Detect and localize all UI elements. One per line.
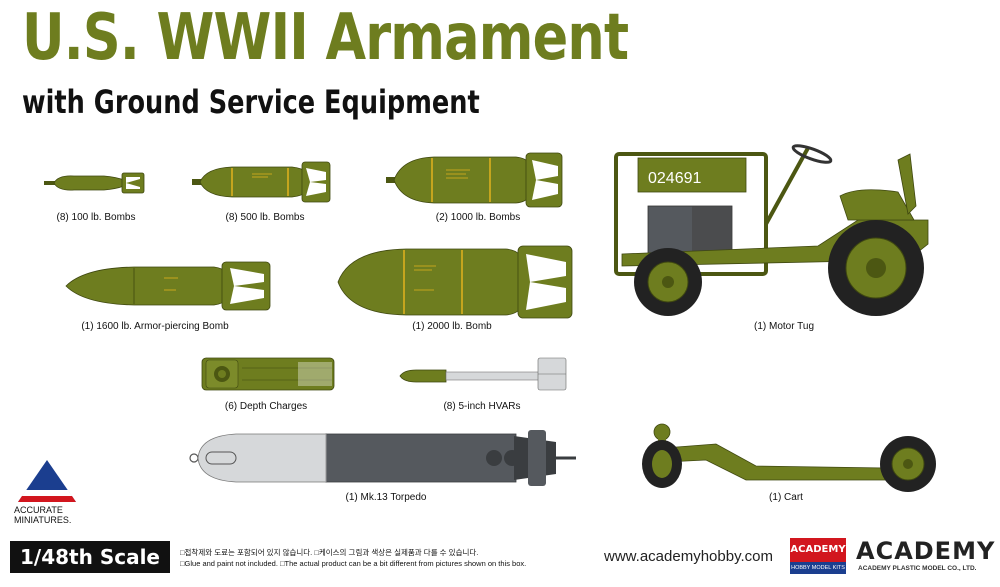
page-subtitle: with Ground Service Equipment — [22, 83, 480, 121]
page-title: U.S. WWII Armament — [22, 1, 629, 75]
bomb-1600lb-ap-illustration — [65, 261, 271, 311]
cart-illustration — [642, 423, 936, 492]
disclaimer-notes: □접착제와 도료는 포함되어 있지 않습니다. □케이스의 그림과 색상은 실제… — [180, 548, 527, 568]
depth-charge-illustration — [201, 357, 335, 391]
label-500lb: (8) 500 lb. Bombs — [225, 212, 305, 223]
label-cart: (1) Cart — [769, 492, 803, 503]
label-hvar: (8) 5-inch HVARs — [443, 401, 521, 412]
label-depth-charges: (6) Depth Charges — [224, 401, 308, 412]
academy-big-logo: ACADEMY — [856, 537, 996, 565]
mk13-torpedo-illustration — [189, 430, 576, 486]
scale-badge: 1/48th Scale — [10, 541, 170, 573]
bomb-1000lb-illustration — [386, 152, 563, 208]
label-100lb: (8) 100 lb. Bombs — [56, 212, 136, 223]
label-1600lb: (1) 1600 lb. Armor-piercing Bomb — [81, 321, 229, 332]
label-2000lb: (1) 2000 lb. Bomb — [412, 321, 492, 332]
motor-tug-number: 024691 — [648, 170, 701, 187]
website-url[interactable]: www.academyhobby.com — [604, 548, 773, 565]
label-1000lb: (2) 1000 lb. Bombs — [435, 212, 521, 223]
academy-company-name: ACADEMY PLASTIC MODEL CO., LTD. — [858, 565, 977, 572]
accurate-miniatures-logo — [18, 460, 76, 502]
accurate-miniatures-text: ACCURATE MINIATURES. — [14, 505, 72, 525]
label-motor-tug: (1) Motor Tug — [753, 321, 815, 332]
motor-tug-illustration: 024691 — [614, 144, 929, 316]
label-torpedo: (1) Mk.13 Torpedo — [345, 492, 427, 503]
bomb-2000lb-illustration — [337, 245, 573, 319]
bomb-500lb-illustration — [192, 161, 331, 203]
academy-small-logo: ACADEMY HOBBY MODEL KITS — [790, 538, 846, 574]
hvar-rocket-illustration — [399, 357, 567, 391]
bomb-100lb-illustration — [44, 172, 145, 194]
